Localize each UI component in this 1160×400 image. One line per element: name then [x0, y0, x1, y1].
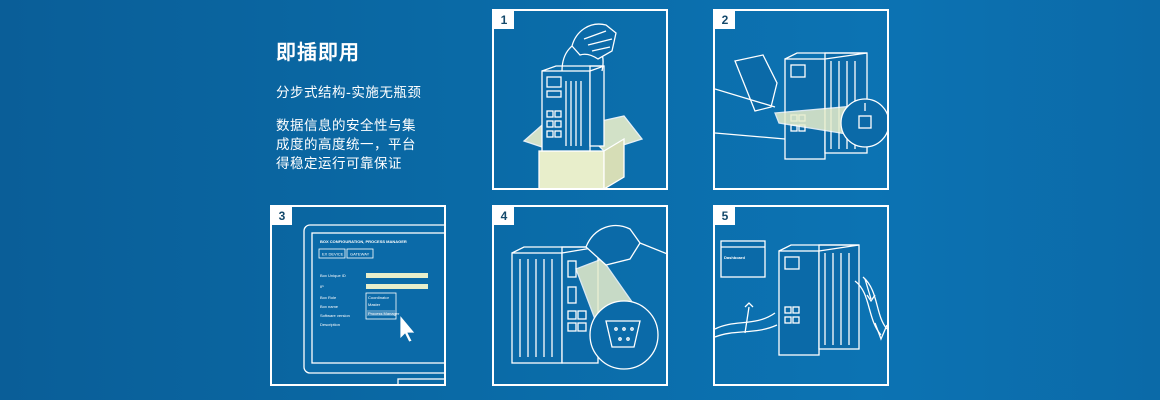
dropdown-option[interactable]: Master [368, 302, 381, 307]
field-label: Software version [320, 313, 350, 318]
field-label: IP [320, 284, 324, 289]
description: 数据信息的安全性与集 成度的高度统一，平台 得稳定运行可靠保证 [276, 117, 466, 174]
intro-text: 即插即用 分步式结构-实施无瓶颈 数据信息的安全性与集 成度的高度统一，平台 得… [276, 36, 466, 174]
field-label: Box name [320, 304, 339, 309]
step-3-panel: 3 BOX CONFIGURATION, PROCESS MANAGER EX … [270, 205, 446, 386]
step-1-panel: 1 [492, 9, 668, 190]
screen-title: BOX CONFIGURATION, PROCESS MANAGER [320, 239, 407, 244]
box-id-input[interactable] [366, 273, 428, 278]
tab-gateway[interactable]: GATEWAY [350, 252, 370, 257]
dropdown-option[interactable]: Process Manager [368, 311, 400, 316]
step-number: 4 [494, 207, 514, 225]
dashboard-label: Dashboard [724, 255, 745, 260]
cursor-icon [399, 313, 416, 343]
step-2-panel: 2 [713, 9, 889, 190]
field-label: Box Unique ID [320, 273, 346, 278]
field-label: Box Role [320, 295, 337, 300]
description-line: 成度的高度统一，平台 [276, 137, 416, 153]
description-line: 得稳定运行可靠保证 [276, 156, 402, 172]
step-number: 1 [494, 11, 514, 29]
description-line: 数据信息的安全性与集 [276, 118, 416, 134]
step-number: 3 [272, 207, 292, 225]
page-subtitle: 分步式结构-实施无瓶颈 [276, 85, 422, 101]
dropdown-option[interactable]: Coordinator [368, 295, 390, 300]
role-dropdown[interactable] [365, 292, 397, 320]
monitor-illustration: BOX CONFIGURATION, PROCESS MANAGER EX DE… [303, 224, 444, 384]
unbox-illustration [522, 23, 644, 188]
step-number: 5 [715, 207, 735, 225]
port-illustration [511, 224, 666, 370]
ip-input[interactable] [366, 284, 428, 289]
dashboard-illustration: Dashboard [715, 240, 887, 356]
step-5-panel: 5 Dashboard [713, 205, 889, 386]
step-number: 2 [715, 11, 735, 29]
tab-ex-device[interactable]: EX DEVICE [322, 252, 344, 257]
field-label: Description [320, 322, 340, 327]
step-4-panel: 4 [492, 205, 668, 386]
page-title: 即插即用 [276, 40, 360, 64]
cable-illustration [715, 52, 887, 160]
